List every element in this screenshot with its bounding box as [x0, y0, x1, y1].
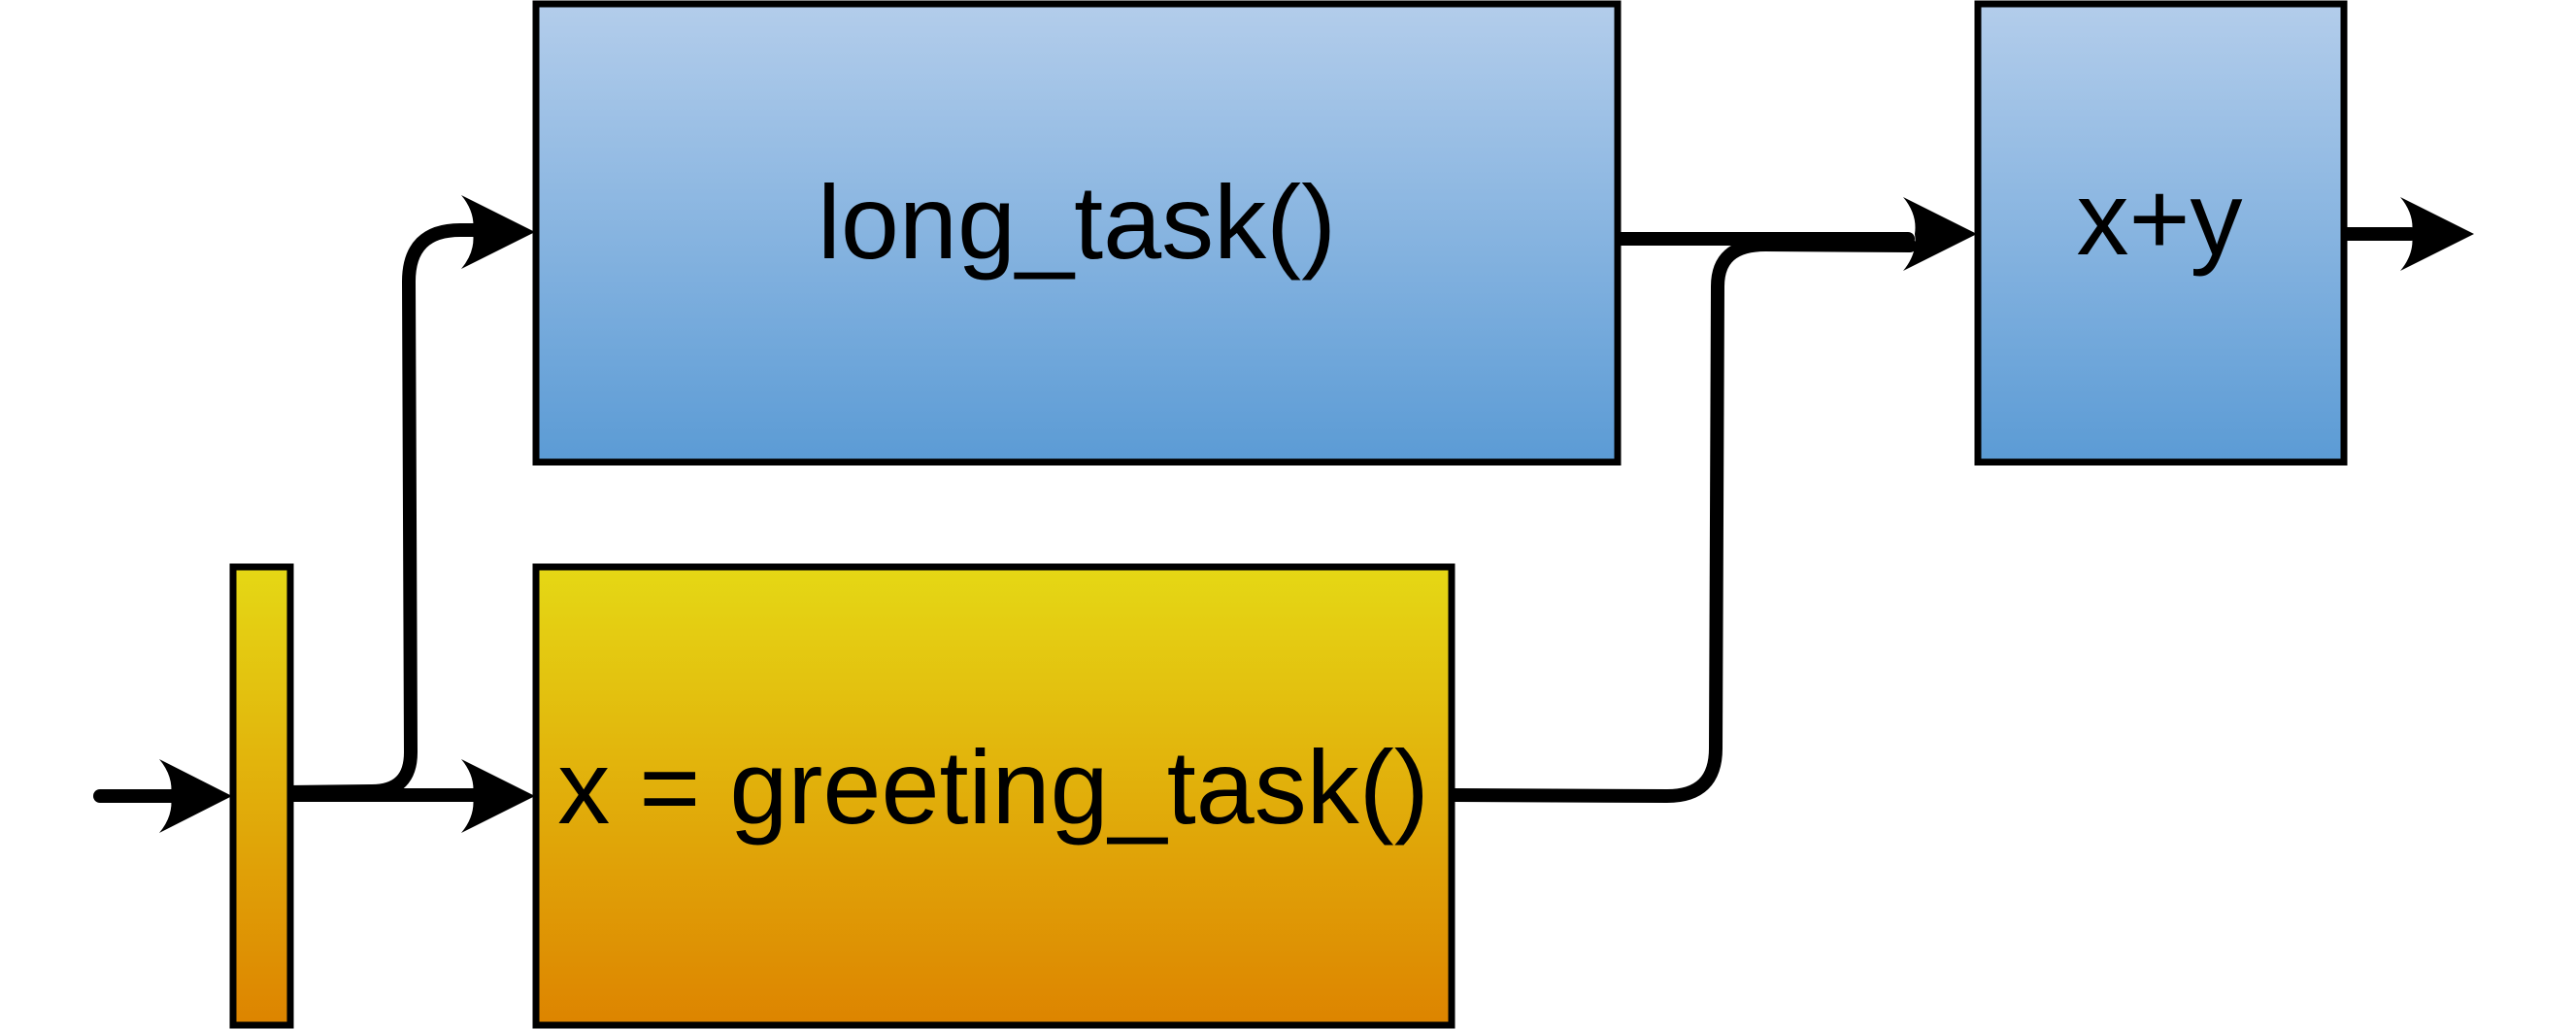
greeting-to-sum-connector — [1446, 238, 1917, 803]
input-arrow-head — [159, 759, 232, 833]
greeting-task-label: x = greeting_task() — [557, 728, 1428, 846]
output-arrow-head — [2400, 197, 2474, 271]
greeting-task-node[interactable]: x = greeting_task() — [532, 563, 1455, 1029]
sum-box — [1974, 0, 2348, 466]
long-task-arrow-head — [461, 195, 535, 269]
sum-label: x+y — [2076, 159, 2242, 277]
sum-node[interactable]: x+y — [1974, 0, 2348, 466]
fork-to-long-task-connector — [281, 223, 481, 799]
long-task-node[interactable]: long_task() — [532, 0, 1622, 466]
greeting-arrow-head — [461, 759, 535, 833]
sum-arrow-head — [1903, 197, 1977, 271]
greeting-task-box — [532, 563, 1455, 1029]
fork-bar — [229, 563, 294, 1029]
long-task-box — [532, 0, 1622, 466]
long-task-label: long_task() — [818, 163, 1336, 281]
